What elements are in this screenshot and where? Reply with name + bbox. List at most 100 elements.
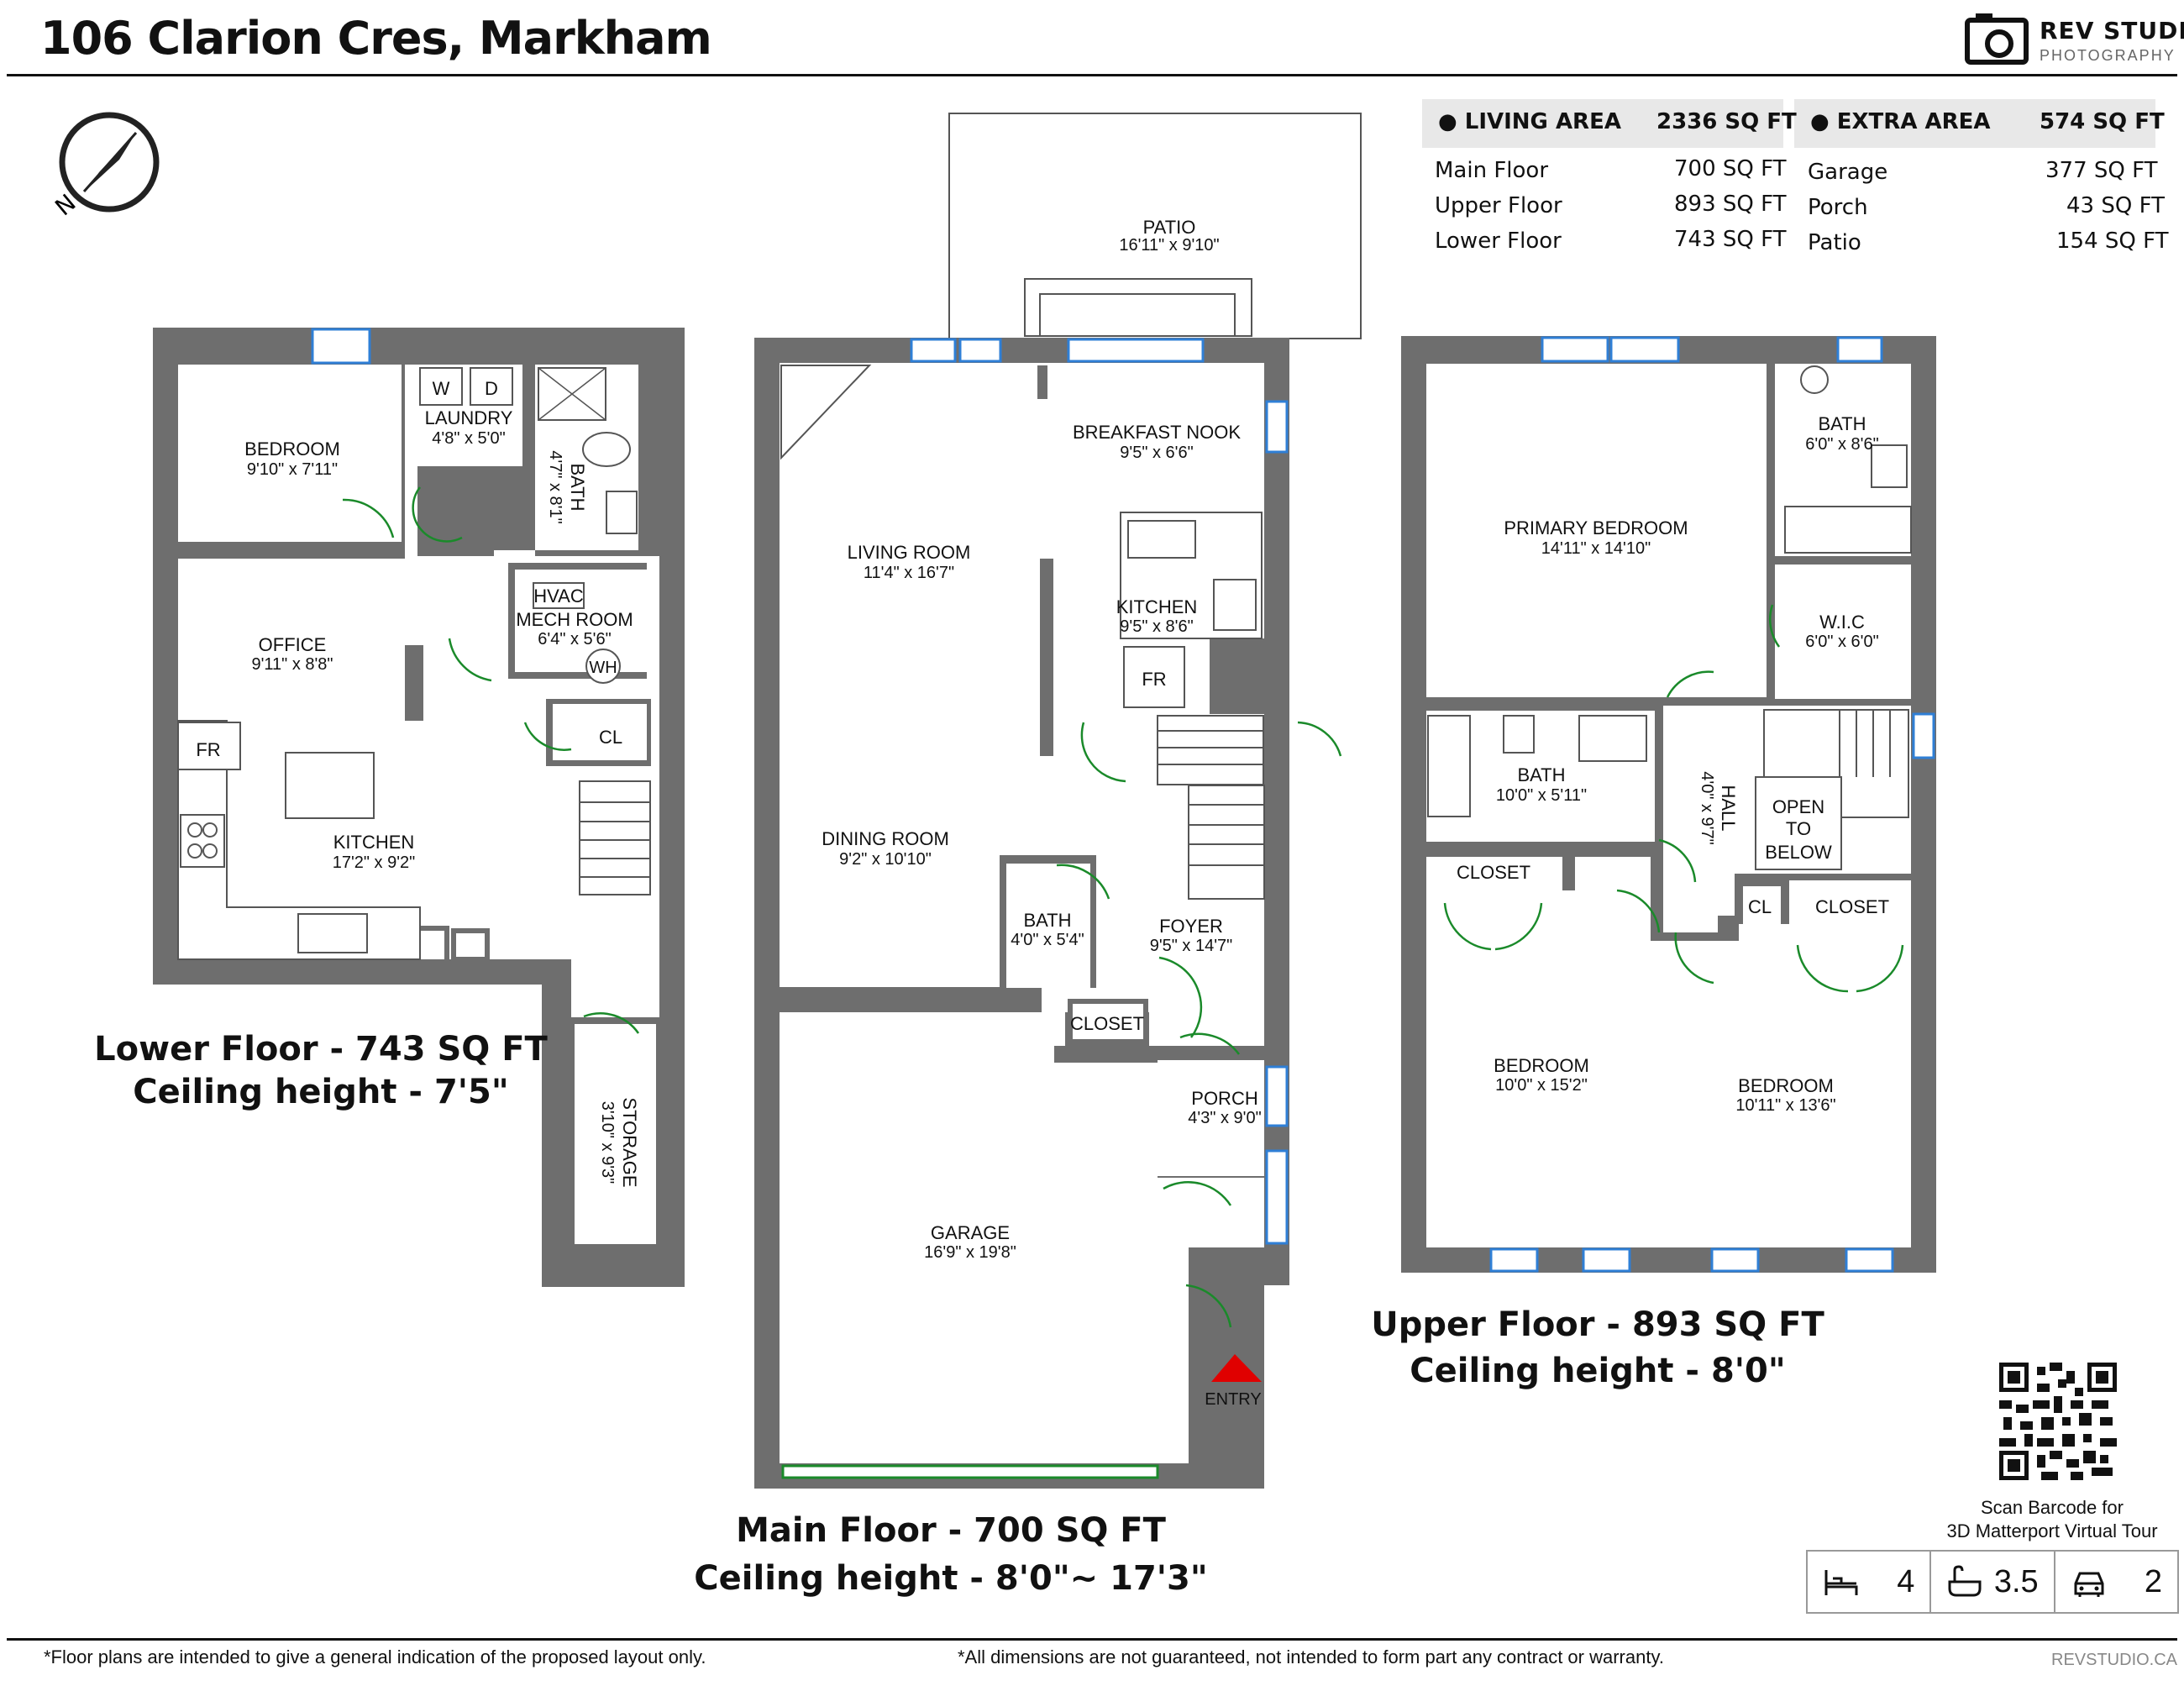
main-floor-ceiling: Ceiling height - 8'0"~ 17'3" (694, 1559, 1207, 1598)
area-row-value: 154 SQ FT (2056, 228, 2169, 254)
footer-divider (7, 1638, 2177, 1641)
upper-floor-plan: BATH 6'0" x 8'6" PRIMARY BEDROOM 14'11" … (1371, 336, 1936, 1390)
storage-name: STORAGE (619, 1097, 640, 1187)
open-to-below-line2: TO (1786, 818, 1811, 839)
upper-bedroom2-name: BEDROOM (1738, 1075, 1834, 1096)
lower-floor-plan: W D BEDROOM (94, 328, 685, 1287)
car-icon (2074, 1572, 2104, 1597)
main-bath-name: BATH (1023, 910, 1071, 931)
mech-room-name: MECH ROOM (516, 609, 633, 630)
lower-bedroom-dim: 9'10" x 7'11" (247, 460, 338, 479)
camera-logo-icon (1965, 13, 2029, 65)
hvac-label: HVAC (533, 586, 584, 607)
upper-bath2-name: BATH (1517, 764, 1565, 785)
lower-closet-label: CL (599, 727, 622, 748)
header-divider (7, 74, 2177, 76)
foyer-dim: 9'5" x 14'7" (1150, 937, 1233, 955)
footer-website[interactable]: REVSTUDIO.CA (2051, 1651, 2178, 1669)
laundry-dim: 4'8" x 5'0" (432, 429, 505, 448)
qr-code-icon[interactable] (1999, 1363, 2117, 1480)
upper-bath2-dim: 10'0" x 5'11" (1496, 786, 1587, 805)
footer-disclaimer-center: *All dimensions are not guaranteed, not … (958, 1646, 1664, 1667)
primary-bedroom-dim: 14'11" x 14'10" (1541, 539, 1651, 558)
bathrooms-stat: 3.5 (1931, 1552, 2055, 1612)
main-fridge-label: FR (1142, 669, 1166, 690)
office-dim: 9'11" x 8'8" (251, 655, 333, 674)
lower-floor-caption: Lower Floor - 743 SQ FT (94, 1030, 548, 1069)
dining-room-name: DINING ROOM (822, 828, 949, 849)
upper-bath1-name: BATH (1818, 413, 1866, 434)
qr-caption-line1: Scan Barcode for (1981, 1497, 2124, 1518)
garage-count: 2 (2144, 1563, 2162, 1599)
foyer-name: FOYER (1159, 916, 1223, 937)
lower-bath-name: BATH (567, 463, 588, 511)
page-title: 106 Clarion Cres, Markham (40, 12, 712, 65)
living-area-header (1422, 99, 1783, 148)
upper-floor-ceiling: Ceiling height - 8'0" (1410, 1352, 1785, 1390)
compass-icon: N (50, 112, 160, 221)
area-row-name: Main Floor (1435, 158, 1549, 183)
garage-stat: 2 (2055, 1552, 2177, 1612)
lower-fridge-label: FR (196, 739, 220, 760)
area-row-value: 700 SQ FT (1674, 156, 1787, 181)
mech-room-dim: 6'4" x 5'6" (538, 630, 611, 649)
extra-area-label-text: EXTRA AREA (1836, 109, 1991, 134)
area-row-name: Patio (1808, 230, 1861, 255)
footer-disclaimer-left: *Floor plans are intended to give a gene… (44, 1646, 706, 1667)
storage-dim: 3'10" x 9'3" (598, 1101, 617, 1184)
main-closet-label: CLOSET (1070, 1013, 1144, 1034)
hall-name: HALL (1718, 785, 1739, 831)
extra-area-total: 574 SQ FT (2040, 109, 2165, 134)
logo-name: REV STUDIO (2040, 17, 2184, 45)
area-row-value: 43 SQ FT (2066, 193, 2165, 218)
garage-name: GARAGE (931, 1222, 1010, 1243)
dining-room-dim: 9'2" x 10'10" (839, 850, 932, 869)
breakfast-nook-dim: 9'5" x 6'6" (1120, 444, 1193, 462)
bedrooms-count: 4 (1897, 1563, 1915, 1599)
entry-marker-icon (1211, 1354, 1262, 1382)
lower-kitchen-name: KITCHEN (333, 832, 415, 853)
living-area-label-text: LIVING AREA (1464, 109, 1621, 134)
upper-bedroom1-dim: 10'0" x 15'2" (1495, 1076, 1588, 1095)
patio-dim: 16'11" x 9'10" (1119, 236, 1219, 255)
area-row-name: Porch (1808, 195, 1868, 220)
living-room-name: LIVING ROOM (848, 542, 971, 563)
breakfast-nook-name: BREAKFAST NOOK (1073, 422, 1241, 443)
property-stats: 4 3.5 2 (1806, 1550, 2179, 1614)
lower-bedroom-name: BEDROOM (244, 439, 340, 460)
hall-dim: 4'0" x 9'7" (1698, 771, 1716, 844)
walk-in-closet-name: W.I.C (1819, 612, 1865, 633)
washer-label: W (433, 378, 450, 399)
garage-dim: 16'9" x 19'8" (924, 1243, 1016, 1262)
porch-dim: 4'3" x 9'0" (1188, 1109, 1261, 1127)
lower-kitchen-dim: 17'2" x 9'2" (333, 853, 416, 872)
upper-closet1-label: CLOSET (1457, 862, 1530, 883)
extra-area-header (1794, 99, 2155, 148)
main-kitchen-name: KITCHEN (1116, 596, 1198, 617)
bed-icon (1824, 1570, 1858, 1595)
bathtub-icon (1948, 1565, 1982, 1597)
lower-floor-ceiling: Ceiling height - 7'5" (133, 1073, 508, 1111)
main-bath-dim: 4'0" x 5'4" (1011, 931, 1084, 949)
area-row-name: Lower Floor (1435, 228, 1562, 254)
upper-bath1-dim: 6'0" x 8'6" (1805, 435, 1878, 454)
porch-name: PORCH (1191, 1088, 1257, 1109)
dryer-label: D (485, 378, 498, 399)
patio-name: PATIO (1143, 217, 1196, 238)
area-row-value: 377 SQ FT (2045, 158, 2158, 183)
upper-floor-caption: Upper Floor - 893 SQ FT (1371, 1305, 1824, 1344)
lower-bath-dim: 4'7" x 8'1" (546, 450, 564, 523)
main-kitchen-dim: 9'5" x 8'6" (1120, 617, 1193, 636)
entry-label: ENTRY (1205, 1390, 1261, 1409)
water-heater-label: WH (589, 659, 617, 677)
laundry-name: LAUNDRY (425, 407, 513, 428)
bathrooms-count: 3.5 (1993, 1563, 2039, 1599)
open-to-below-line3: BELOW (1765, 842, 1832, 863)
bedrooms-stat: 4 (1808, 1552, 1932, 1612)
living-area-label: ● LIVING AREA (1438, 109, 1621, 134)
open-to-below-line1: OPEN (1772, 796, 1824, 817)
walk-in-closet-dim: 6'0" x 6'0" (1805, 633, 1878, 651)
area-row-name: Upper Floor (1435, 193, 1562, 218)
office-name: OFFICE (259, 634, 327, 655)
